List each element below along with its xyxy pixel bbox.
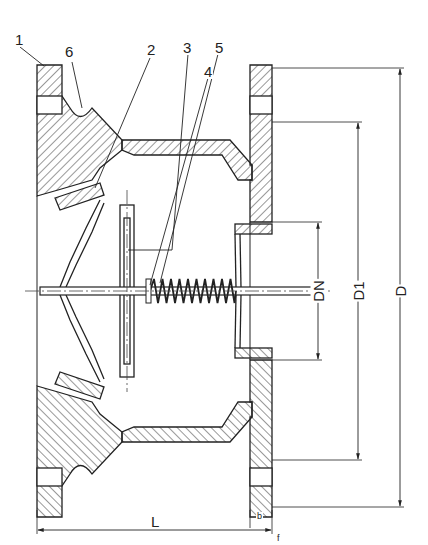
callout-number: 2: [146, 42, 156, 57]
callout-number: 5: [214, 40, 224, 55]
dimension-label: L: [150, 514, 160, 529]
dimension-label: D: [393, 285, 408, 298]
callout-number: 6: [64, 44, 74, 59]
callout-number: 3: [182, 40, 192, 55]
callout-number: 1: [14, 32, 24, 47]
callout-number: 4: [203, 64, 213, 79]
dimension-label: b: [256, 512, 263, 521]
dimension-label: DN: [311, 279, 326, 303]
dimension-label: f: [276, 534, 281, 543]
dimension-label: D1: [351, 280, 366, 301]
